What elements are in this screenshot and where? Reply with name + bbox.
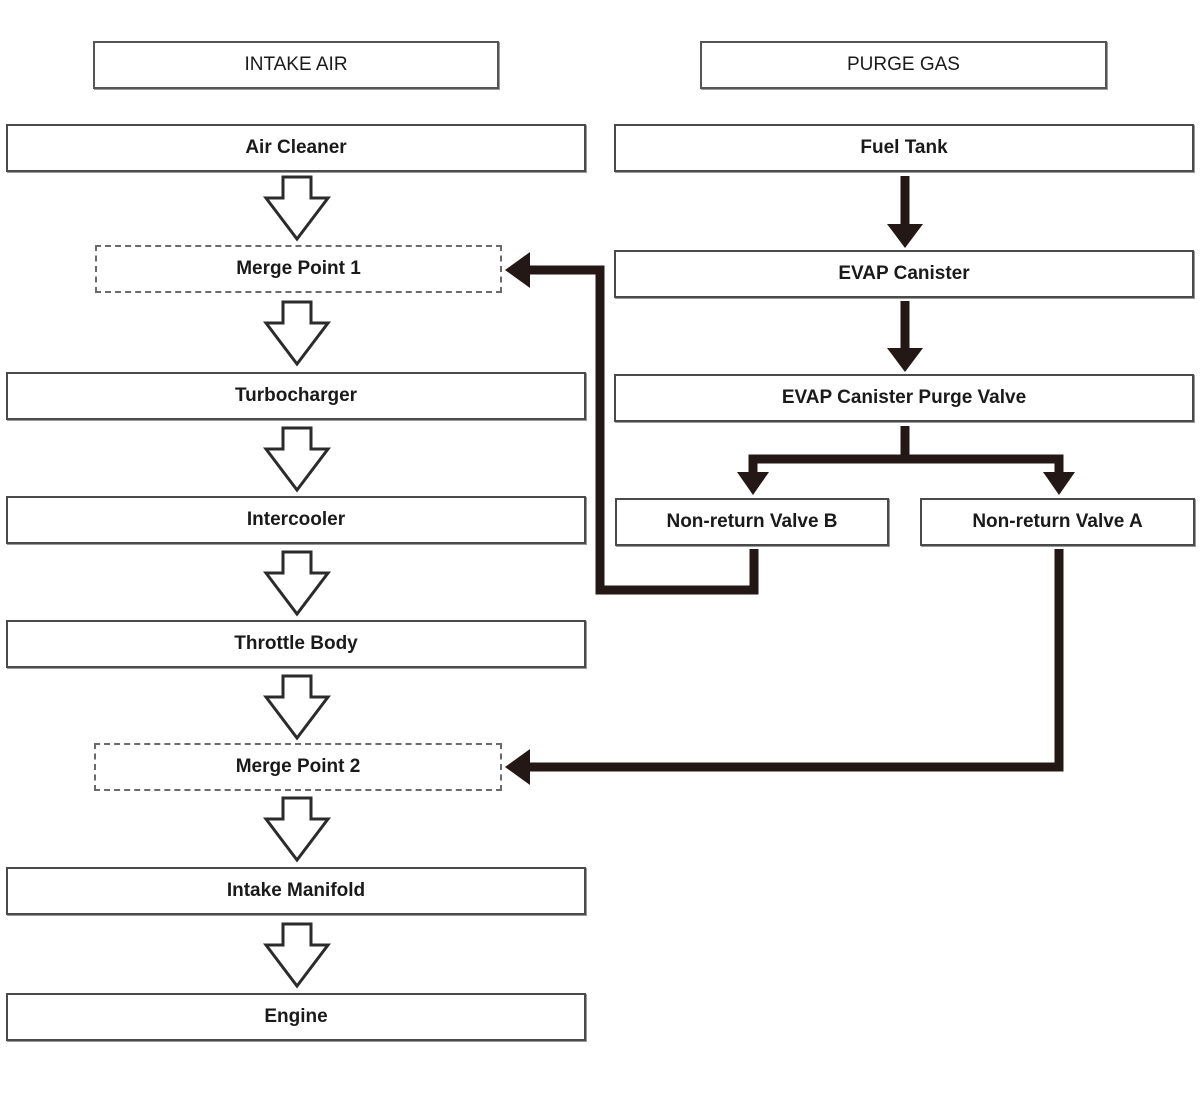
air-cleaner-box: Air Cleaner — [6, 124, 586, 172]
intake-arrow-6 — [262, 796, 332, 863]
throttle-body-box: Throttle Body — [6, 620, 586, 668]
merge-point-1-box: Merge Point 1 — [95, 245, 502, 293]
non-return-valve-a-box: Non-return Valve A — [920, 498, 1195, 546]
intake-manifold-box: Intake Manifold — [6, 867, 586, 915]
purge-arrowhead-merge-2 — [505, 749, 530, 785]
intake-arrow-7 — [262, 922, 332, 989]
purge-arrowhead-merge-1 — [505, 252, 530, 288]
purge-arrowhead-valve-a — [1043, 472, 1075, 495]
intake-arrow-1 — [262, 175, 332, 242]
intake-air-header: INTAKE AIR — [93, 41, 499, 89]
purge-gas-header: PURGE GAS — [700, 41, 1107, 89]
intake-arrow-5 — [262, 674, 332, 741]
fuel-tank-box: Fuel Tank — [614, 124, 1194, 172]
non-return-valve-b-box: Non-return Valve B — [615, 498, 889, 546]
purge-arrowhead-valve-b — [737, 472, 769, 495]
intercooler-box: Intercooler — [6, 496, 586, 544]
purge-line-valve-split — [748, 426, 910, 474]
intake-arrow-3 — [262, 426, 332, 493]
purge-valve-box: EVAP Canister Purge Valve — [614, 374, 1194, 422]
intake-arrow-2 — [262, 300, 332, 367]
merge-point-2-box: Merge Point 2 — [94, 743, 502, 791]
purge-arrowhead-purge-valve — [887, 348, 923, 372]
purge-line-valve-b-to-merge-1 — [528, 265, 759, 595]
purge-line-valve-a-to-merge-2 — [528, 549, 1064, 772]
intake-arrow-4 — [262, 550, 332, 617]
evap-canister-box: EVAP Canister — [614, 250, 1194, 298]
engine-box: Engine — [6, 993, 586, 1041]
turbocharger-box: Turbocharger — [6, 372, 586, 420]
purge-arrowhead-canister — [887, 224, 923, 248]
purge-line-valve-split-right — [905, 454, 1064, 474]
